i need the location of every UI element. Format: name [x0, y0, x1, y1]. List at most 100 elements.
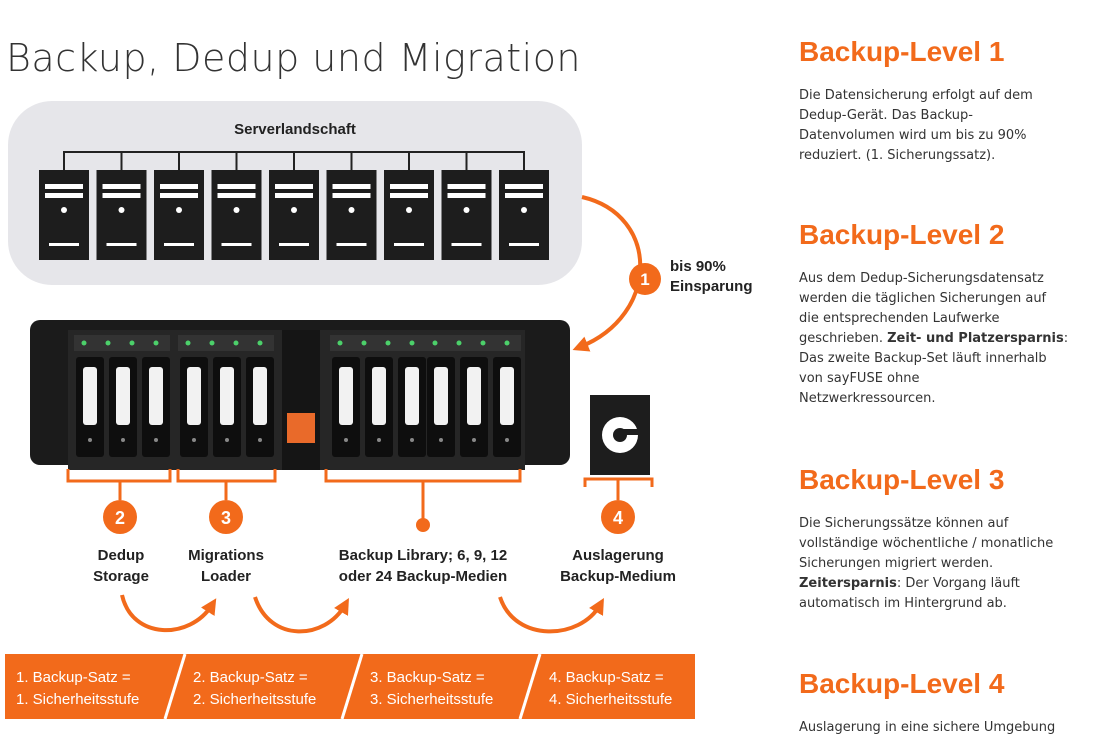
- server-slot: [160, 184, 198, 189]
- level-3-text: Die Sicherungssätze können auf vollständ…: [799, 514, 1089, 614]
- level-2-heading: Backup-Level 2: [799, 219, 1005, 250]
- drive-led: [185, 340, 191, 346]
- level-4-heading: Backup-Level 4: [799, 668, 1005, 699]
- level-4-line: Auslagerung in eine sichere Umgebung: [799, 720, 1056, 735]
- server-slot: [332, 184, 371, 189]
- marker-dedup: 2: [103, 500, 137, 534]
- savings-badge-number: 1: [640, 270, 649, 289]
- offsite-backup-medium: [590, 395, 650, 475]
- server-slot: [275, 193, 313, 198]
- drive-label: [467, 367, 481, 425]
- marker-migration: 3: [209, 500, 243, 534]
- server-tower: [39, 170, 89, 260]
- level-1-line: reduziert. (1. Sicherungssatz).: [799, 148, 996, 163]
- server-led: [348, 207, 355, 213]
- server-slot: [447, 184, 486, 189]
- level-2-line: Aus dem Dedup-Sicherungsdatensatz: [799, 271, 1044, 286]
- marker-dedup-number: 2: [115, 508, 125, 528]
- level-1-line: Die Datensicherung erfolgt auf dem: [799, 88, 1033, 103]
- drive-label: [372, 367, 386, 425]
- server-slot: [332, 193, 371, 198]
- server-slot: [160, 193, 198, 198]
- label-library-line2: oder 24 Backup-Medien: [339, 568, 507, 585]
- server-body: [384, 170, 434, 260]
- level-3-line: : Der Vorgang läuft: [896, 576, 1020, 591]
- drive-led: [105, 340, 111, 346]
- server-body: [326, 170, 377, 260]
- server-body: [499, 170, 549, 260]
- drive-led: [153, 340, 159, 346]
- drive-led: [504, 340, 510, 346]
- server-led: [176, 207, 182, 213]
- server-tower: [269, 170, 319, 260]
- server-tower: [499, 170, 549, 260]
- server-slot: [390, 193, 428, 198]
- drive-label: [116, 367, 130, 425]
- level-2-bold: Zeit- und Platzersparnis: [887, 331, 1064, 346]
- server-led: [406, 207, 412, 213]
- server-led: [118, 207, 125, 213]
- label-dedup-line2: Storage: [93, 568, 149, 585]
- server-base-line: [221, 243, 252, 246]
- savings-badge: [629, 263, 661, 295]
- server-slot: [217, 193, 256, 198]
- drive-status-bar: [74, 335, 170, 351]
- level-2-line: die entsprechenden Laufwerke: [799, 311, 1000, 326]
- label-library-line1: Backup Library; 6, 9, 12: [339, 547, 507, 564]
- level-1-line: Dedup-Gerät. Das Backup-: [799, 108, 973, 123]
- level-2-line: Das zweite Backup-Set läuft innerhalb: [799, 351, 1047, 366]
- server-base-line: [164, 243, 194, 246]
- drive-button: [154, 438, 158, 442]
- drive-button: [192, 438, 196, 442]
- marker-offsite-number: 4: [613, 508, 623, 528]
- drive-button: [344, 438, 348, 442]
- server-tower: [211, 170, 262, 260]
- label-offsite-line2: Backup-Medium: [560, 568, 676, 585]
- drive-status-bar: [330, 335, 426, 351]
- server-tower: [441, 170, 492, 260]
- server-body: [96, 170, 147, 260]
- level-3-line: Die Sicherungssätze können auf: [799, 516, 1009, 531]
- server-slot: [102, 184, 141, 189]
- arrow-library-to-offsite: [498, 596, 604, 634]
- server-base-line: [394, 243, 424, 246]
- band-set4-line2: 4. Sicherheitsstufe: [549, 691, 672, 708]
- band-set1-line1: 1. Backup-Satz =: [16, 669, 131, 686]
- level-2-line: geschrieben.: [799, 331, 888, 346]
- savings-text-line2: Einsparung: [670, 278, 753, 295]
- drive-label: [434, 367, 448, 425]
- bracket-offsite: [583, 477, 654, 500]
- server-led: [61, 207, 67, 213]
- band-set2-line1: 2. Backup-Satz =: [193, 669, 308, 686]
- server-body: [39, 170, 89, 260]
- level-1-text: Die Datensicherung erfolgt auf dem Dedup…: [799, 86, 1089, 166]
- level-2: Backup-Level 2 Aus dem Dedup-Sicherungsd…: [799, 219, 1089, 409]
- band-set2-line2: 2. Sicherheitsstufe: [193, 691, 316, 708]
- drive-led: [456, 340, 462, 346]
- savings-text-line1: bis 90%: [670, 258, 726, 275]
- level-2-line: von sayFUSE ohne: [799, 371, 920, 386]
- rack-logo: [287, 413, 315, 443]
- library-dot: [416, 518, 430, 532]
- backup-diagram: Serverlandschaft 1 bis 90% Einsparung 2 …: [5, 101, 753, 720]
- bracket-migration: [176, 469, 277, 500]
- server-body: [269, 170, 319, 260]
- drive-label: [253, 367, 267, 425]
- server-tower: [384, 170, 434, 260]
- drive-button: [225, 438, 229, 442]
- level-2-line: :: [1063, 331, 1069, 346]
- drive-label: [83, 367, 97, 425]
- page-title: Backup, Dedup und Migration: [6, 36, 582, 80]
- level-2-line: werden die täglichen Sicherungen auf: [799, 291, 1047, 306]
- server-base-line: [279, 243, 309, 246]
- drive-button: [472, 438, 476, 442]
- arrow-migration-to-library: [253, 596, 349, 634]
- server-slot: [505, 193, 543, 198]
- drive-label: [187, 367, 201, 425]
- server-body: [441, 170, 492, 260]
- server-base-line: [106, 243, 137, 246]
- server-tower: [154, 170, 204, 260]
- server-led: [463, 207, 470, 213]
- marker-offsite: 4: [601, 500, 635, 534]
- level-3-bold: Zeitersparnis: [799, 576, 897, 591]
